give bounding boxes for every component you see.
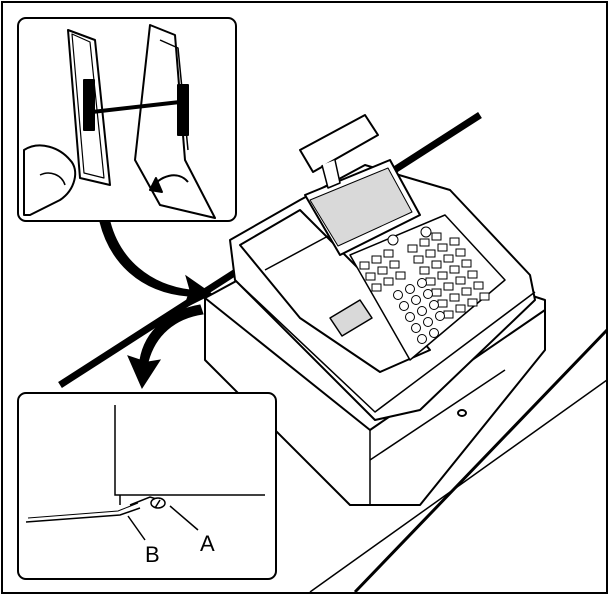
customer-display [299, 114, 379, 173]
inset-bottom-frame [17, 392, 277, 580]
cash-register [204, 114, 546, 506]
drawer-lock [457, 409, 467, 417]
direction-arrows [99, 221, 213, 390]
arrow-lower [127, 304, 204, 390]
paper-guide [134, 24, 216, 219]
callout-label-a: A [200, 531, 215, 556]
hand [23, 144, 77, 216]
inset-bottom: A B [17, 392, 277, 580]
printer-cover [239, 209, 431, 373]
inset-top [17, 17, 237, 222]
leader-a [169, 505, 199, 531]
leader-b [127, 515, 146, 541]
arrow-upper [99, 221, 213, 309]
keys [359, 226, 490, 344]
callout-label-b: B [145, 542, 160, 567]
